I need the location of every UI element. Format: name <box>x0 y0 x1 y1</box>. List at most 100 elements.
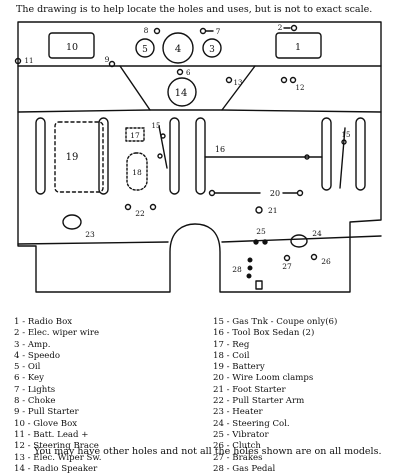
legend-item: 16 - Tool Box Sedan (2) <box>213 328 315 339</box>
callout-26: 26 <box>321 257 331 266</box>
callout-28: 28 <box>232 265 242 274</box>
dash-center-curve <box>119 65 256 111</box>
vibrator-hole-25a <box>253 239 259 245</box>
wiper-switch-hole-13 <box>225 76 233 84</box>
gas-tank-hose-15-left <box>158 125 168 169</box>
right-slot-1 <box>321 117 332 191</box>
callout-25: 25 <box>256 227 266 236</box>
legend-item: 6 - Key <box>14 373 44 384</box>
callout-7: 7 <box>216 27 221 36</box>
steering-brace-hole-12b <box>289 76 297 84</box>
legend-item: 27 - Brakes <box>213 452 263 463</box>
steering-brace-hole-12a <box>280 76 288 84</box>
callout-8: 8 <box>144 26 149 35</box>
key-hole-6 <box>176 68 184 76</box>
callout-18: 18 <box>132 168 142 177</box>
choke-hole-8 <box>153 27 161 35</box>
battery-outline-19 <box>54 121 104 193</box>
legend-item: 10 - Glove Box <box>14 418 78 429</box>
gas-pedal-hole-28b <box>247 265 253 271</box>
coil-outline-18 <box>126 152 148 191</box>
callout-20: 20 <box>270 189 280 198</box>
radio-speaker-14 <box>167 77 197 107</box>
gas-pedal-hole-28a <box>247 257 253 263</box>
batt-lead-hole-11 <box>14 57 22 65</box>
legend-item: 21 - Foot Starter <box>213 384 286 395</box>
callout-21: 21 <box>268 206 278 215</box>
dash-lower-line-right <box>221 109 382 113</box>
legend-item: 13 - Elec. Wiper Sw. <box>14 452 102 463</box>
pull-starter-arm-hole-22b <box>149 203 157 211</box>
tool-box-hole-16 <box>304 154 310 160</box>
legend-item: 28 - Gas Pedal <box>213 463 276 474</box>
callout-17: 17 <box>130 131 140 140</box>
callout-2: 2 <box>278 23 283 32</box>
callout-1: 1 <box>295 42 301 53</box>
legend-item: 22 - Pull Starter Arm <box>213 396 305 407</box>
footer-note: You may have other holes and not all the… <box>34 446 382 457</box>
wire-loom-clamp-20a <box>208 189 216 197</box>
glove-box-10 <box>48 32 95 59</box>
callout-23: 23 <box>85 230 95 239</box>
reg-outline-17 <box>125 127 145 142</box>
speedo-gauge-4 <box>162 32 194 64</box>
gas-tank-hole-15a <box>160 133 166 139</box>
gas-tank-hole-15b <box>157 153 163 159</box>
right-ledge-line <box>221 235 382 243</box>
legend-item: 1 - Radio Box <box>14 317 73 327</box>
callout-10: 10 <box>66 42 78 53</box>
callout-6: 6 <box>186 69 191 77</box>
callout-3: 3 <box>209 45 215 55</box>
center-right-slot <box>195 117 206 195</box>
callout-15-right: 15 <box>342 131 351 139</box>
callout-13: 13 <box>234 79 243 87</box>
callout-27: 27 <box>282 262 292 271</box>
legend-item: 26 - Clutch <box>213 441 261 452</box>
pull-starter-arm-hole-22a <box>124 203 132 211</box>
gas-pedal-mark-28 <box>255 280 263 290</box>
gas-pedal-hole-28c <box>246 273 252 279</box>
callout-12: 12 <box>296 84 305 92</box>
gas-tank-hose-15-right <box>339 127 346 189</box>
legend-item: 19 - Battery <box>213 362 265 373</box>
firewall-outline <box>17 21 382 293</box>
callout-16: 16 <box>215 145 225 154</box>
steering-column-hole-24 <box>290 234 308 248</box>
lights-hole-7 <box>199 27 207 35</box>
bottom-ledge-line <box>17 241 169 245</box>
legend-item: 23 - Heater <box>213 407 263 418</box>
legend-item: 4 - Speedo <box>14 350 61 361</box>
foot-starter-hole-21 <box>255 206 263 214</box>
legend-item: 18 - Coil <box>213 350 250 361</box>
callout-22: 22 <box>135 209 145 218</box>
callout-5: 5 <box>142 45 148 55</box>
legend-item: 12 - Steering Brace <box>14 441 99 452</box>
pull-starter-hole-9 <box>108 60 116 68</box>
battery-right-slot <box>98 117 109 195</box>
firewall-hole-diagram: 10 1 5 4 3 8 7 2 6 9 11 14 13 12 19 17 1… <box>14 21 382 293</box>
heater-hole-23 <box>62 214 82 230</box>
legend-item: 14 - Radio Speaker <box>14 463 98 474</box>
clutch-hole-26 <box>310 253 318 261</box>
callout-19: 19 <box>66 152 79 163</box>
legend-item: 8 - Choke <box>14 396 56 407</box>
wire-loom-clamp-20b <box>296 189 304 197</box>
callout-4: 4 <box>175 44 181 55</box>
dash-lower-line-left <box>17 109 151 113</box>
vibrator-hole-25b <box>262 239 268 245</box>
header-note: The drawing is to help locate the holes … <box>16 4 373 15</box>
callout-24: 24 <box>312 229 322 238</box>
legend-item: 7 - Lights <box>14 384 56 395</box>
callout-11: 11 <box>25 57 34 65</box>
callout-14: 14 <box>175 88 188 99</box>
legend-item: 25 - Vibrator <box>213 429 269 440</box>
gas-tank-hole-15c <box>341 139 347 145</box>
callout-15: 15 <box>152 122 161 130</box>
legend-item: 11 - Batt. Lead + <box>14 429 89 440</box>
legend-item: 9 - Pull Starter <box>14 407 79 418</box>
oil-gauge-5 <box>135 38 155 58</box>
radio-box-1 <box>275 32 322 59</box>
center-left-slot <box>169 117 180 195</box>
legend-item: 5 - Oil <box>14 362 41 373</box>
wiper-wire-hole-2 <box>290 24 298 32</box>
